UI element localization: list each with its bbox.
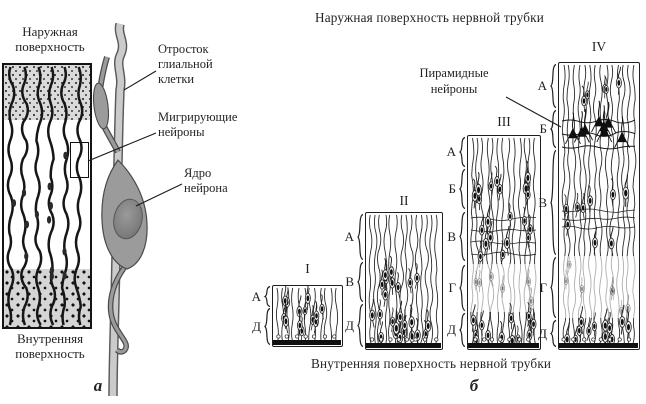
glial-process-label: Отросток глиальной клетки [158, 42, 213, 87]
migrating-label-line1: Мигрирующие [158, 110, 238, 124]
inner-surface-line2: поверхность [15, 346, 85, 361]
caption-a: а [93, 376, 103, 395]
outer-surface-line2: поверхность [15, 39, 85, 54]
stage-column-I [272, 285, 343, 347]
column-numeral: IV [591, 39, 607, 54]
radial-fibers-drawing [6, 66, 84, 326]
nucleus-label-line2: нейрона [184, 181, 228, 195]
zone-bracket [550, 256, 557, 319]
zone-bracket [458, 136, 466, 168]
zone-bracket [357, 261, 364, 303]
zone-letter: А [537, 78, 547, 93]
zone-letter: Г [448, 280, 456, 295]
stage-column-II [365, 212, 443, 350]
neural-wall-section [2, 63, 92, 329]
column-numeral: I [305, 261, 310, 276]
pyramidal-label-line2: нейроны [430, 81, 478, 96]
stage-column-III [467, 135, 541, 350]
zone-bracket [459, 264, 466, 312]
zone-bracket [549, 319, 557, 348]
pyramidal-neurons-label: Пирамидные нейроны [394, 66, 514, 97]
trailing-process [108, 267, 128, 354]
inner-surface-line1: Внутренняя [16, 331, 84, 346]
pyramidal-label-line1: Пирамидные [419, 66, 489, 80]
neuron-fusiform-bulge [92, 82, 110, 130]
zone-letter: Г [539, 279, 547, 295]
zone-letter: А [251, 288, 261, 304]
zone-letter: Д [252, 318, 261, 334]
zone-letter: А [344, 229, 354, 244]
zone-bracket [550, 109, 557, 149]
zone-bracket [264, 307, 271, 346]
zone-letter: Д [447, 322, 456, 337]
zone-letter: Д [538, 325, 547, 341]
zone-letter: В [345, 274, 354, 289]
tube-inner-surface-label: Внутренняя поверхность нервной трубки [311, 356, 552, 371]
glial-process-label-line2: глиальной [158, 57, 213, 71]
zone-letter: В [447, 228, 456, 244]
zone-bracket [550, 149, 557, 256]
glial-process-label-line3: клетки [158, 72, 195, 86]
migrating-label-line2: нейроны [158, 125, 205, 139]
zone-bracket [459, 168, 466, 210]
column-numeral: III [497, 114, 511, 129]
neuron-nucleus [113, 198, 143, 240]
zone-letter: Б [539, 121, 547, 136]
caption-b: б [469, 376, 479, 395]
zone-bracket [459, 211, 466, 262]
outer-surface-line1: Наружная [22, 24, 78, 39]
zone-letter: Д [345, 317, 354, 333]
inner-surface-label: Внутренняя поверхность [0, 331, 100, 361]
glial-process-fill [109, 23, 126, 397]
neuron-nucleus-label: Ядро нейрона [184, 166, 228, 196]
zone-letter: В [538, 194, 547, 210]
outer-surface-label: Наружная поверхность [0, 24, 100, 54]
zone-bracket [357, 213, 364, 261]
zone-bracket [550, 63, 557, 109]
outer-marginal-zone [4, 65, 90, 120]
column-numeral: II [399, 193, 409, 208]
glial-cell-with-migrating-neuron [92, 22, 148, 397]
stage-column-IV [558, 62, 640, 350]
nucleus-label-line1: Ядро [184, 166, 212, 180]
zone-letter: А [446, 144, 456, 159]
migrating-neurons-label: Мигрирующие нейроны [158, 110, 237, 140]
glial-process-label-line1: Отросток [158, 42, 209, 56]
zone-bracket [459, 312, 466, 348]
zone-bracket [357, 303, 364, 348]
zone-bracket [263, 285, 271, 308]
zone-letter: Б [448, 181, 456, 196]
tube-outer-surface-label: Наружная поверхность нервной трубки [315, 10, 545, 25]
